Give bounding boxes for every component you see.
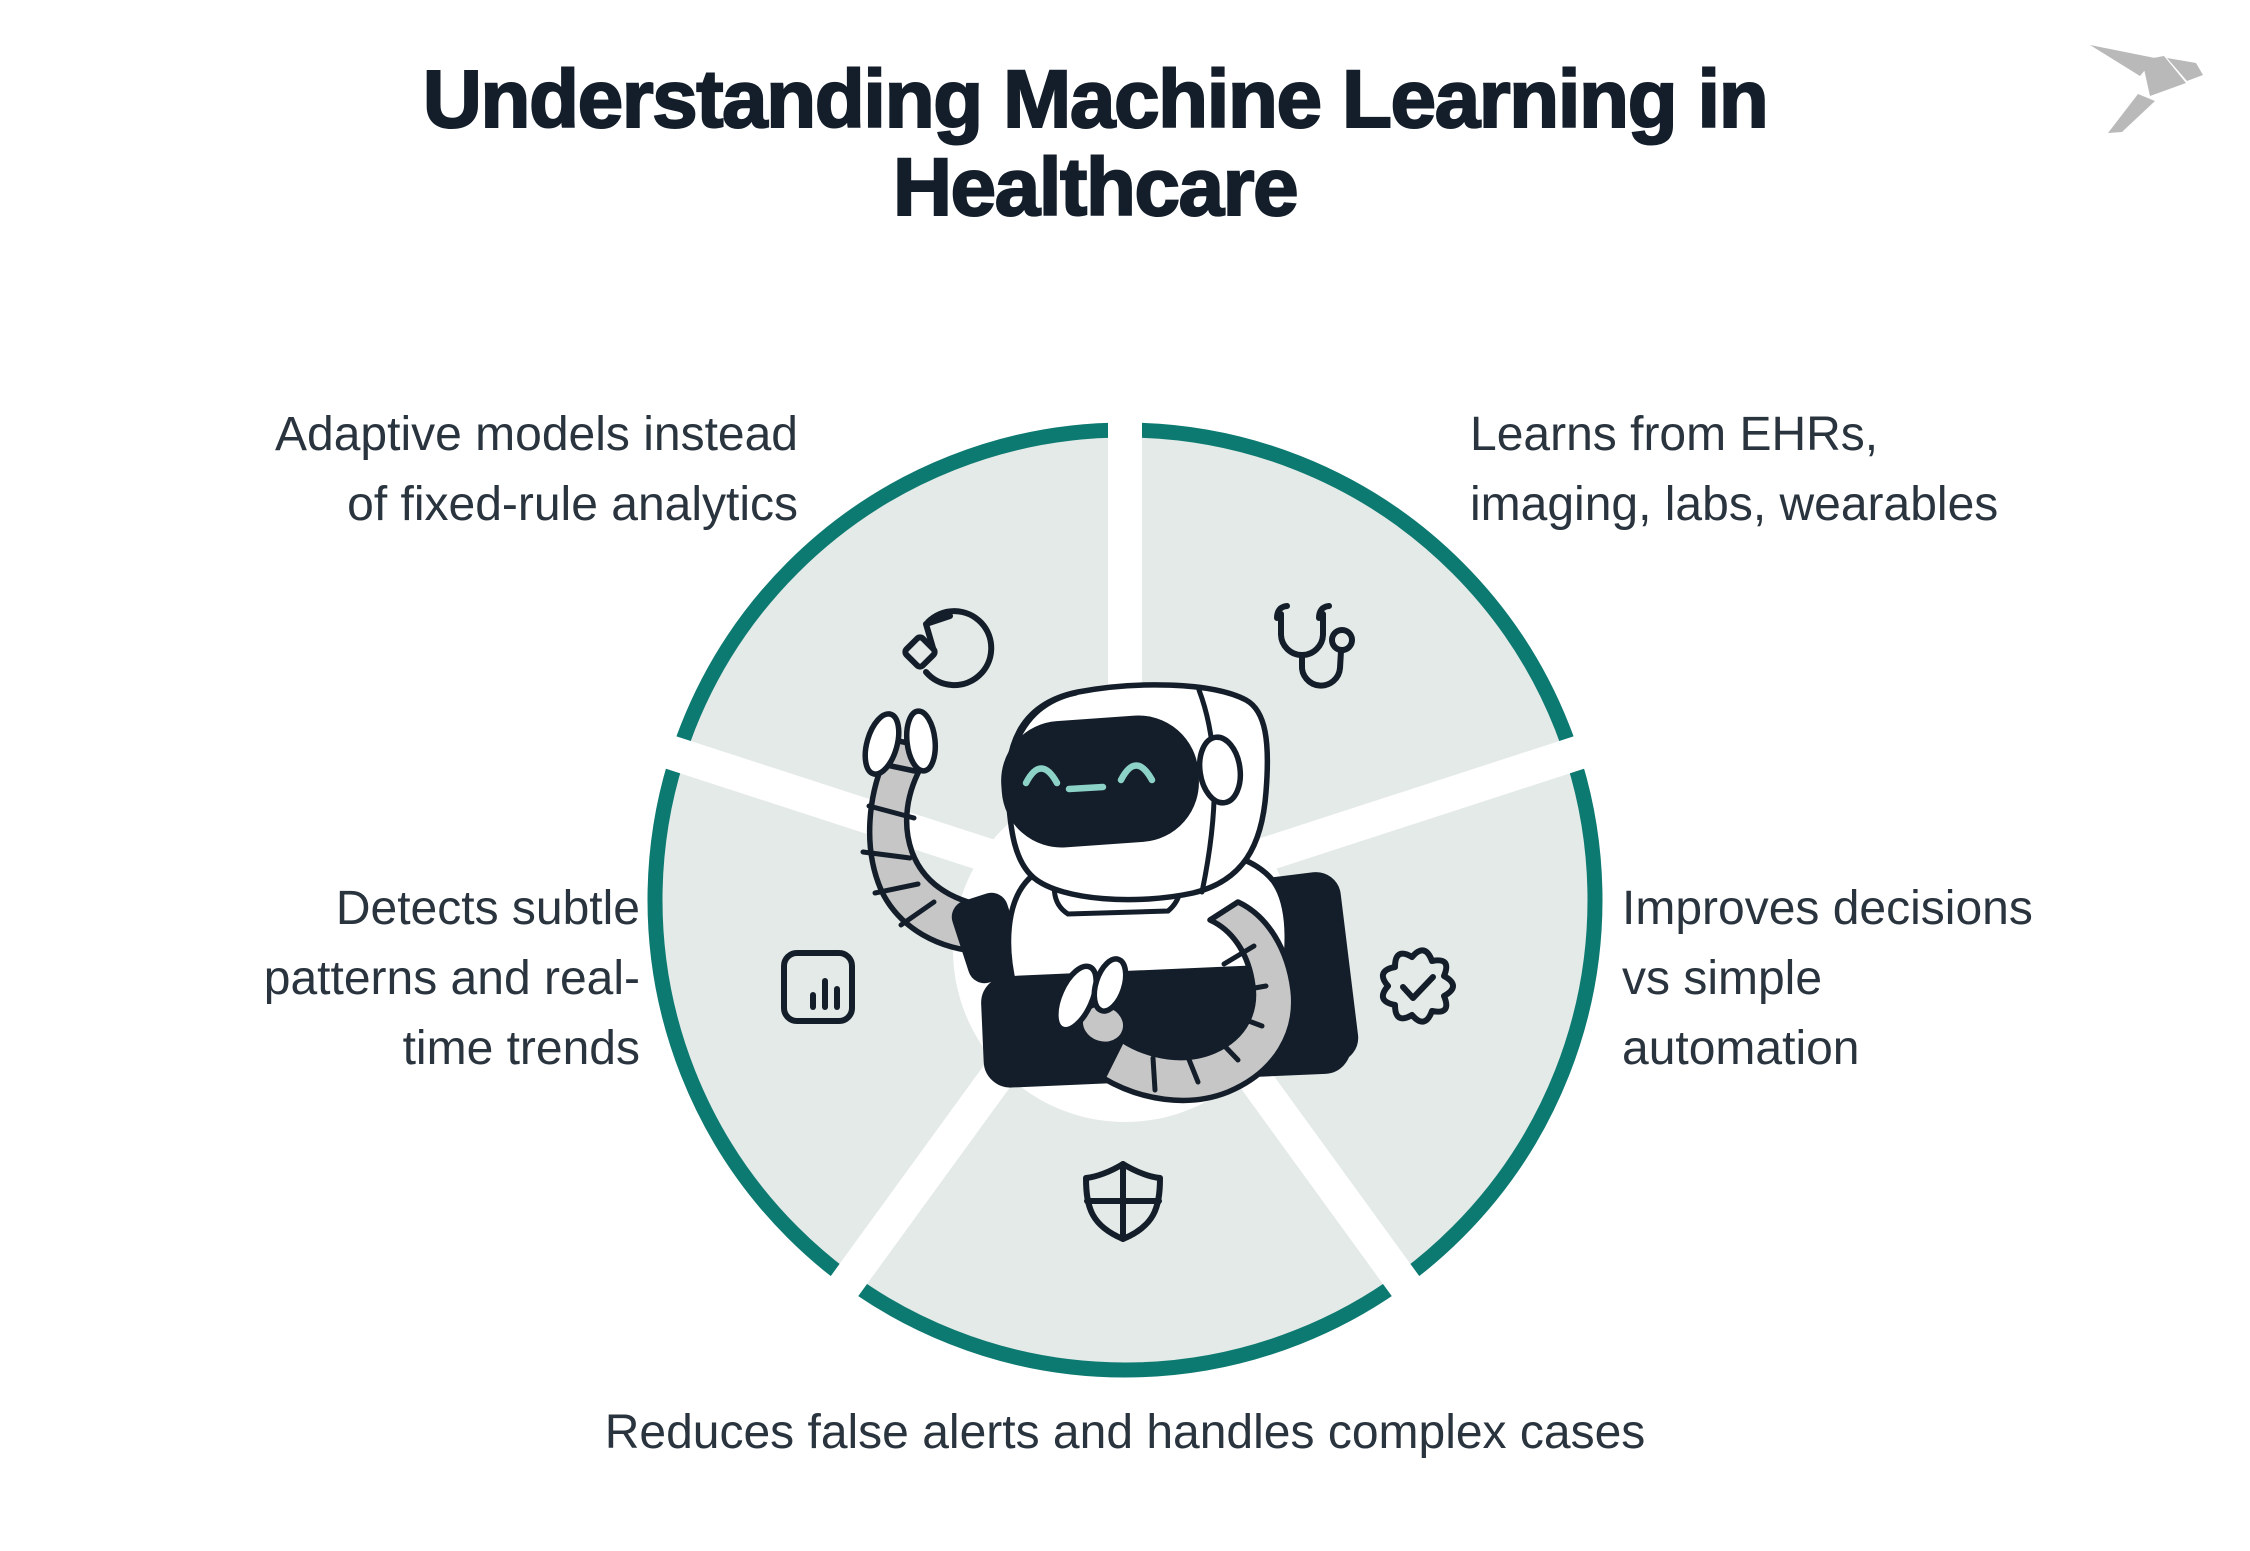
robot-right-hand [1053, 963, 1099, 1033]
label-top-left: Adaptive models instead of fixed-rule an… [275, 400, 798, 540]
label-line: Detects subtle [335, 882, 640, 935]
robot-mouth [1065, 783, 1107, 793]
label-line: Reduces false alerts and handles complex… [604, 1406, 1646, 1459]
label-line: Adaptive models instead [275, 408, 798, 461]
page-title: Understanding Machine Learning in Health… [0, 54, 2220, 233]
label-right: Improves decisions vs simple automation [1622, 874, 2033, 1084]
robot-ear [1196, 734, 1244, 806]
robot-right-eye [1117, 762, 1156, 784]
label-line: patterns and real- [263, 952, 640, 1005]
label-left: Detects subtle patterns and real- time t… [264, 874, 640, 1084]
check-badge-icon [1379, 947, 1456, 1025]
robot-head [1001, 682, 1271, 903]
label-bottom: Reduces false alerts and handles complex… [0, 1398, 2250, 1468]
page-title-line1: Understanding Machine Learning in [422, 54, 1770, 145]
page-title-line2: Healthcare [892, 142, 1300, 233]
origami-bird-logo [2090, 45, 2203, 133]
refresh-sparkle-icon [902, 608, 995, 689]
label-line: vs simple [1622, 952, 1823, 1005]
stethoscope-icon [1274, 603, 1355, 689]
label-line: of fixed-rule analytics [347, 478, 798, 531]
label-top-right: Learns from EHRs, imaging, labs, wearabl… [1470, 400, 1998, 540]
label-line: time trends [402, 1022, 640, 1075]
label-line: automation [1622, 1022, 1860, 1075]
label-line: Learns from EHRs, [1470, 408, 1879, 461]
robot-left-eye [1022, 765, 1061, 787]
label-line: Improves decisions [1622, 882, 2033, 935]
robot-face-screen [1001, 715, 1199, 848]
robot-illustration [860, 682, 1359, 1104]
shield-icon [1083, 1161, 1163, 1242]
robot-left-hand [862, 711, 902, 777]
label-line: imaging, labs, wearables [1470, 478, 1999, 531]
bar-chart-icon [781, 950, 855, 1024]
robot-right-arm [1053, 899, 1297, 1104]
